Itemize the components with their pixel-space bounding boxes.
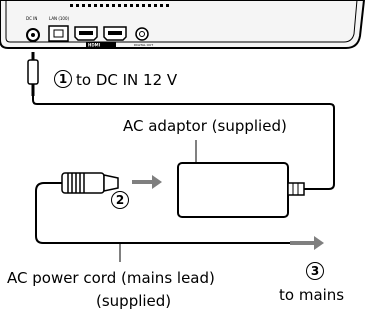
dc-plug	[27, 52, 39, 96]
step-1-number: 1	[54, 70, 72, 88]
hdmi-port-1	[74, 26, 98, 41]
dc-in-port-label: DC IN	[26, 16, 37, 21]
step-1-label: to DC IN 12 V	[76, 71, 178, 89]
arrow-to-mains	[290, 236, 324, 250]
lan-port-label: LAN (100)	[49, 16, 70, 21]
ac-cord-connector	[61, 172, 119, 194]
cord-label-line1: AC power cord (mains lead)	[7, 269, 215, 287]
ac-power-cord-cable	[35, 182, 294, 244]
lan-port	[48, 25, 69, 42]
dc-in-port	[26, 28, 40, 42]
adaptor-label: AC adaptor (supplied)	[123, 117, 287, 135]
coaxial-digital-out-port	[135, 27, 149, 41]
cord-label-line2: (supplied)	[96, 292, 172, 310]
hdmi-port-2	[103, 26, 127, 41]
step-2-number: 2	[111, 191, 129, 209]
step-3-label: to mains	[279, 286, 345, 304]
ac-adaptor	[177, 162, 305, 218]
hdmi-logo-plate	[86, 42, 116, 47]
coaxial-port-label: DIGITAL OUT	[134, 43, 153, 47]
vent-holes	[70, 4, 169, 7]
dc-cable	[32, 96, 335, 190]
player-rear-panel: DC IN LAN (100) HDMI DIGITAL OUT	[0, 0, 366, 49]
arrow-to-adaptor	[132, 175, 162, 189]
hdmi-logo-text: HDMI	[88, 42, 101, 47]
step-3-number: 3	[306, 262, 324, 280]
